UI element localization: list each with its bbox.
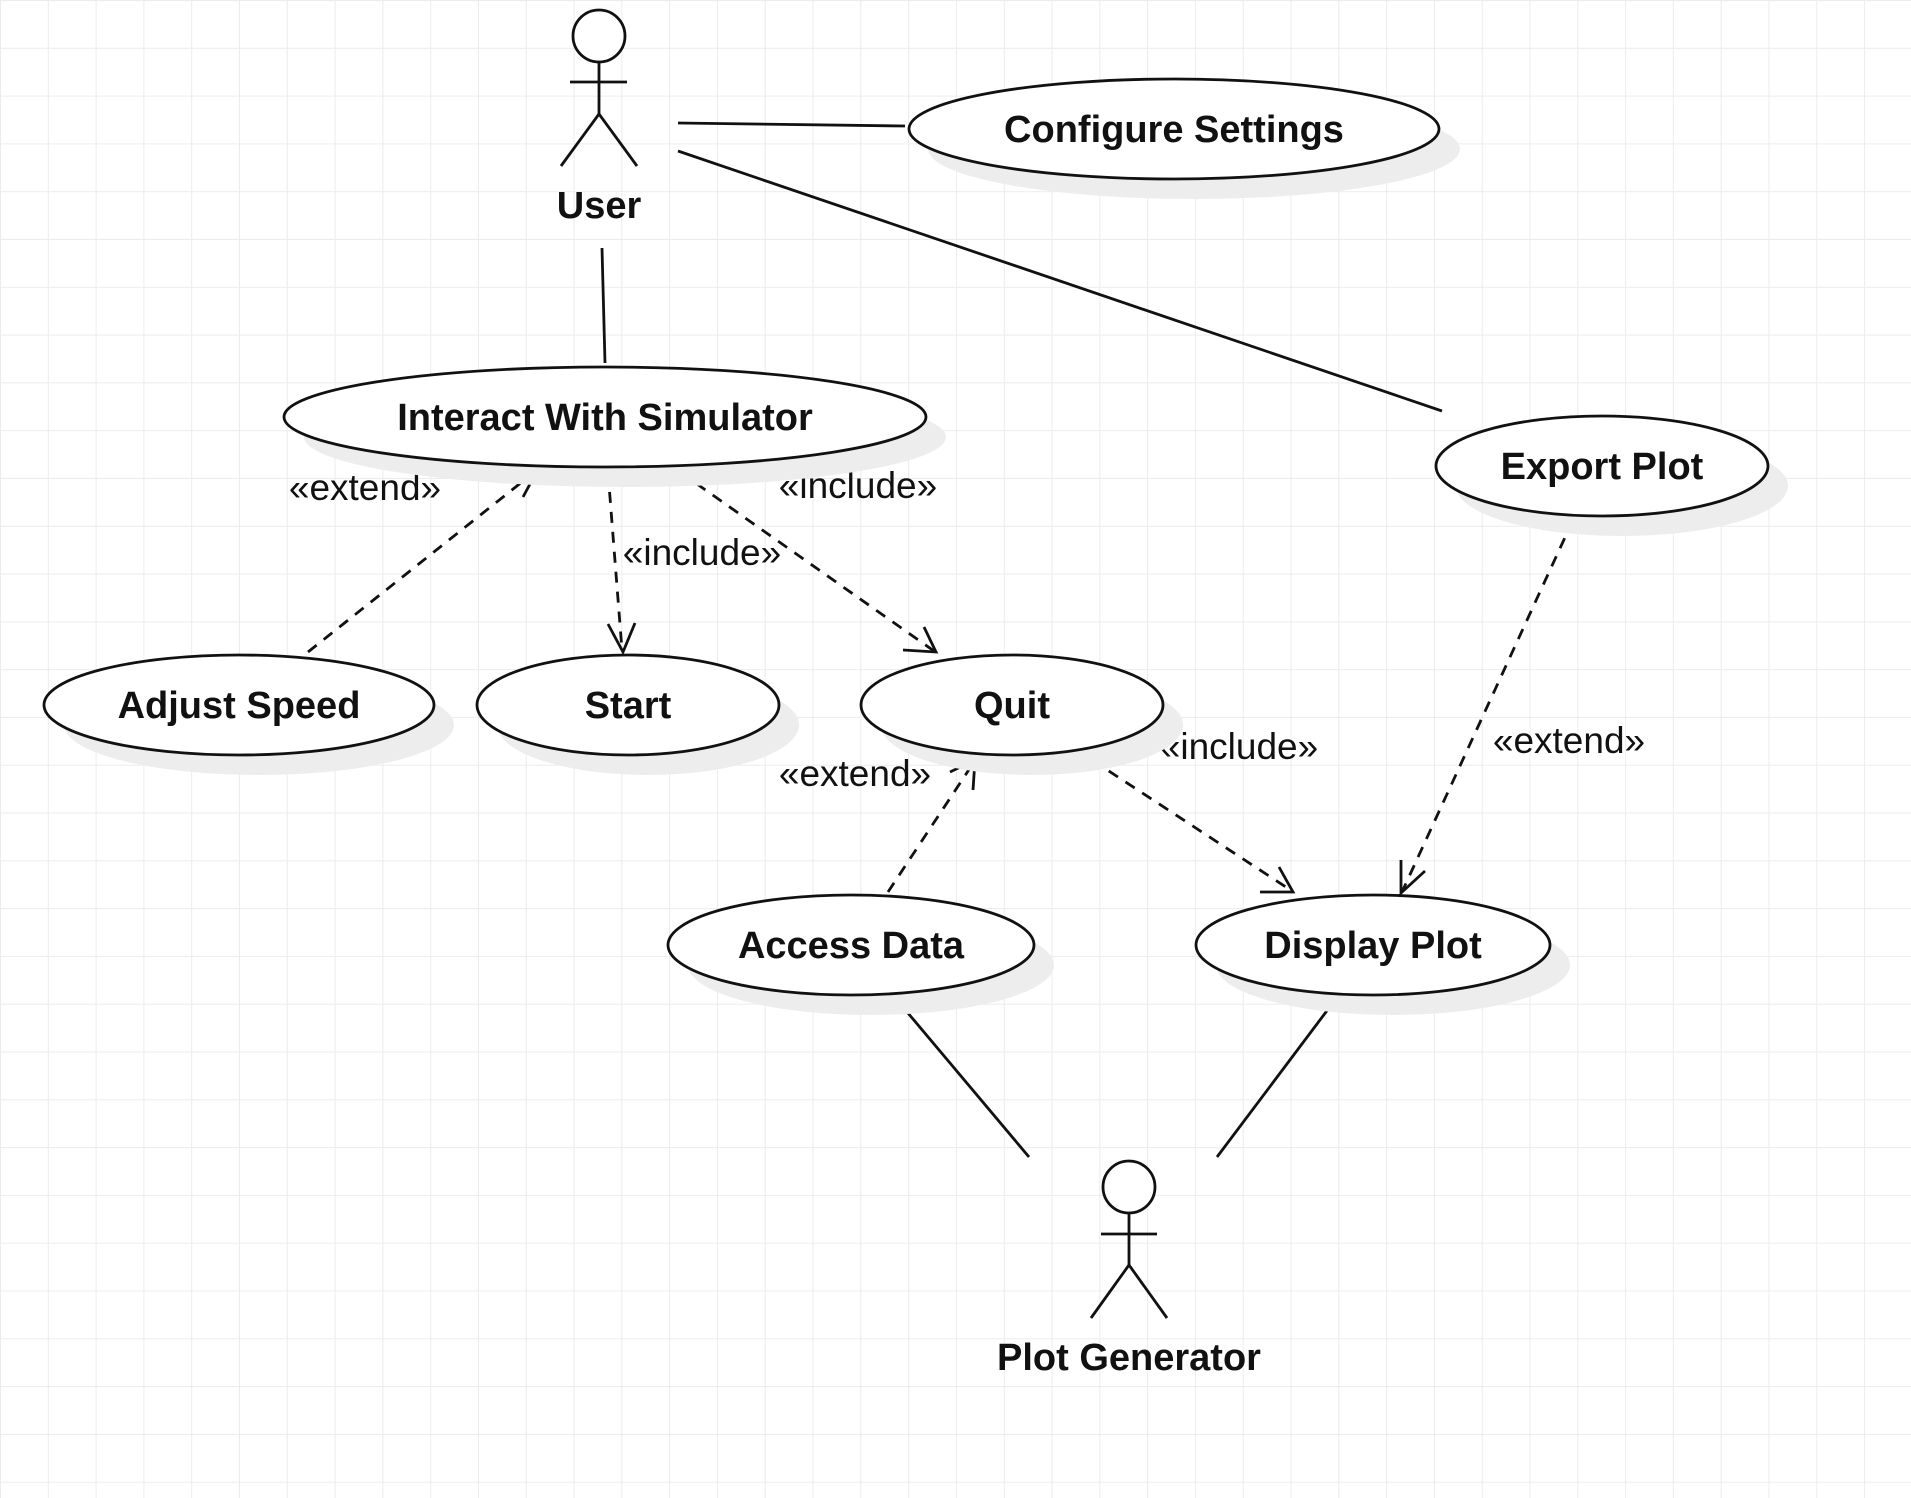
include-arrowhead-quit [902,626,939,654]
use-case-label: Start [585,685,672,727]
extend-arrowhead-display-plot [1399,860,1426,897]
use-case-label: Adjust Speed [118,685,361,727]
association-user-configure-settings [677,121,906,128]
extend-access-data-to-quit [886,761,976,893]
use-case-label: Configure Settings [1004,109,1344,151]
include-arrowhead-display-plot [1260,866,1296,894]
stereotype-extend-access-data: «extend» [779,753,931,794]
use-case-display-plot[interactable]: Display Plot [1194,893,1570,1015]
stick-figure-icon [1089,1159,1169,1319]
include-quit-to-display-plot [1091,758,1293,893]
use-case-access-data[interactable]: Access Data [666,893,1054,1015]
actor-label: Plot Generator [997,1337,1261,1379]
use-case-label: Interact With Simulator [397,397,813,439]
use-case-start[interactable]: Start [475,653,799,775]
include-interact-to-start [606,471,624,651]
extend-export-plot-to-display-plot [1400,519,1575,893]
use-case-label: Access Data [738,925,965,967]
use-case-label: Quit [974,685,1050,727]
use-case-configure-settings[interactable]: Configure Settings [907,77,1460,199]
actor-user[interactable]: User [557,8,642,227]
stereotype-include-display-plot: «include» [1160,726,1318,767]
use-case-interact-with-simulator[interactable]: Interact With Simulator [282,365,946,487]
actor-label: User [557,185,642,227]
stick-figure-icon [559,8,639,167]
use-case-label: Display Plot [1264,925,1482,967]
stereotype-include-start: «include» [623,532,781,573]
actor-plot-generator[interactable]: Plot Generator [997,1159,1261,1379]
include-arrowhead-start [606,622,637,656]
use-case-label: Export Plot [1501,446,1704,488]
use-case-adjust-speed[interactable]: Adjust Speed [42,653,454,775]
use-case-export-plot[interactable]: Export Plot [1434,414,1788,536]
association-plot-generator-access-data [895,999,1031,1158]
extend-adjust-speed-to-interact [307,472,533,654]
use-case-quit[interactable]: Quit [859,653,1183,775]
stereotype-extend-export-plot: «extend» [1493,720,1645,761]
association-user-interact-with-simulator [600,247,607,364]
association-plot-generator-display-plot [1215,999,1337,1158]
association-user-export-plot [677,149,1443,413]
